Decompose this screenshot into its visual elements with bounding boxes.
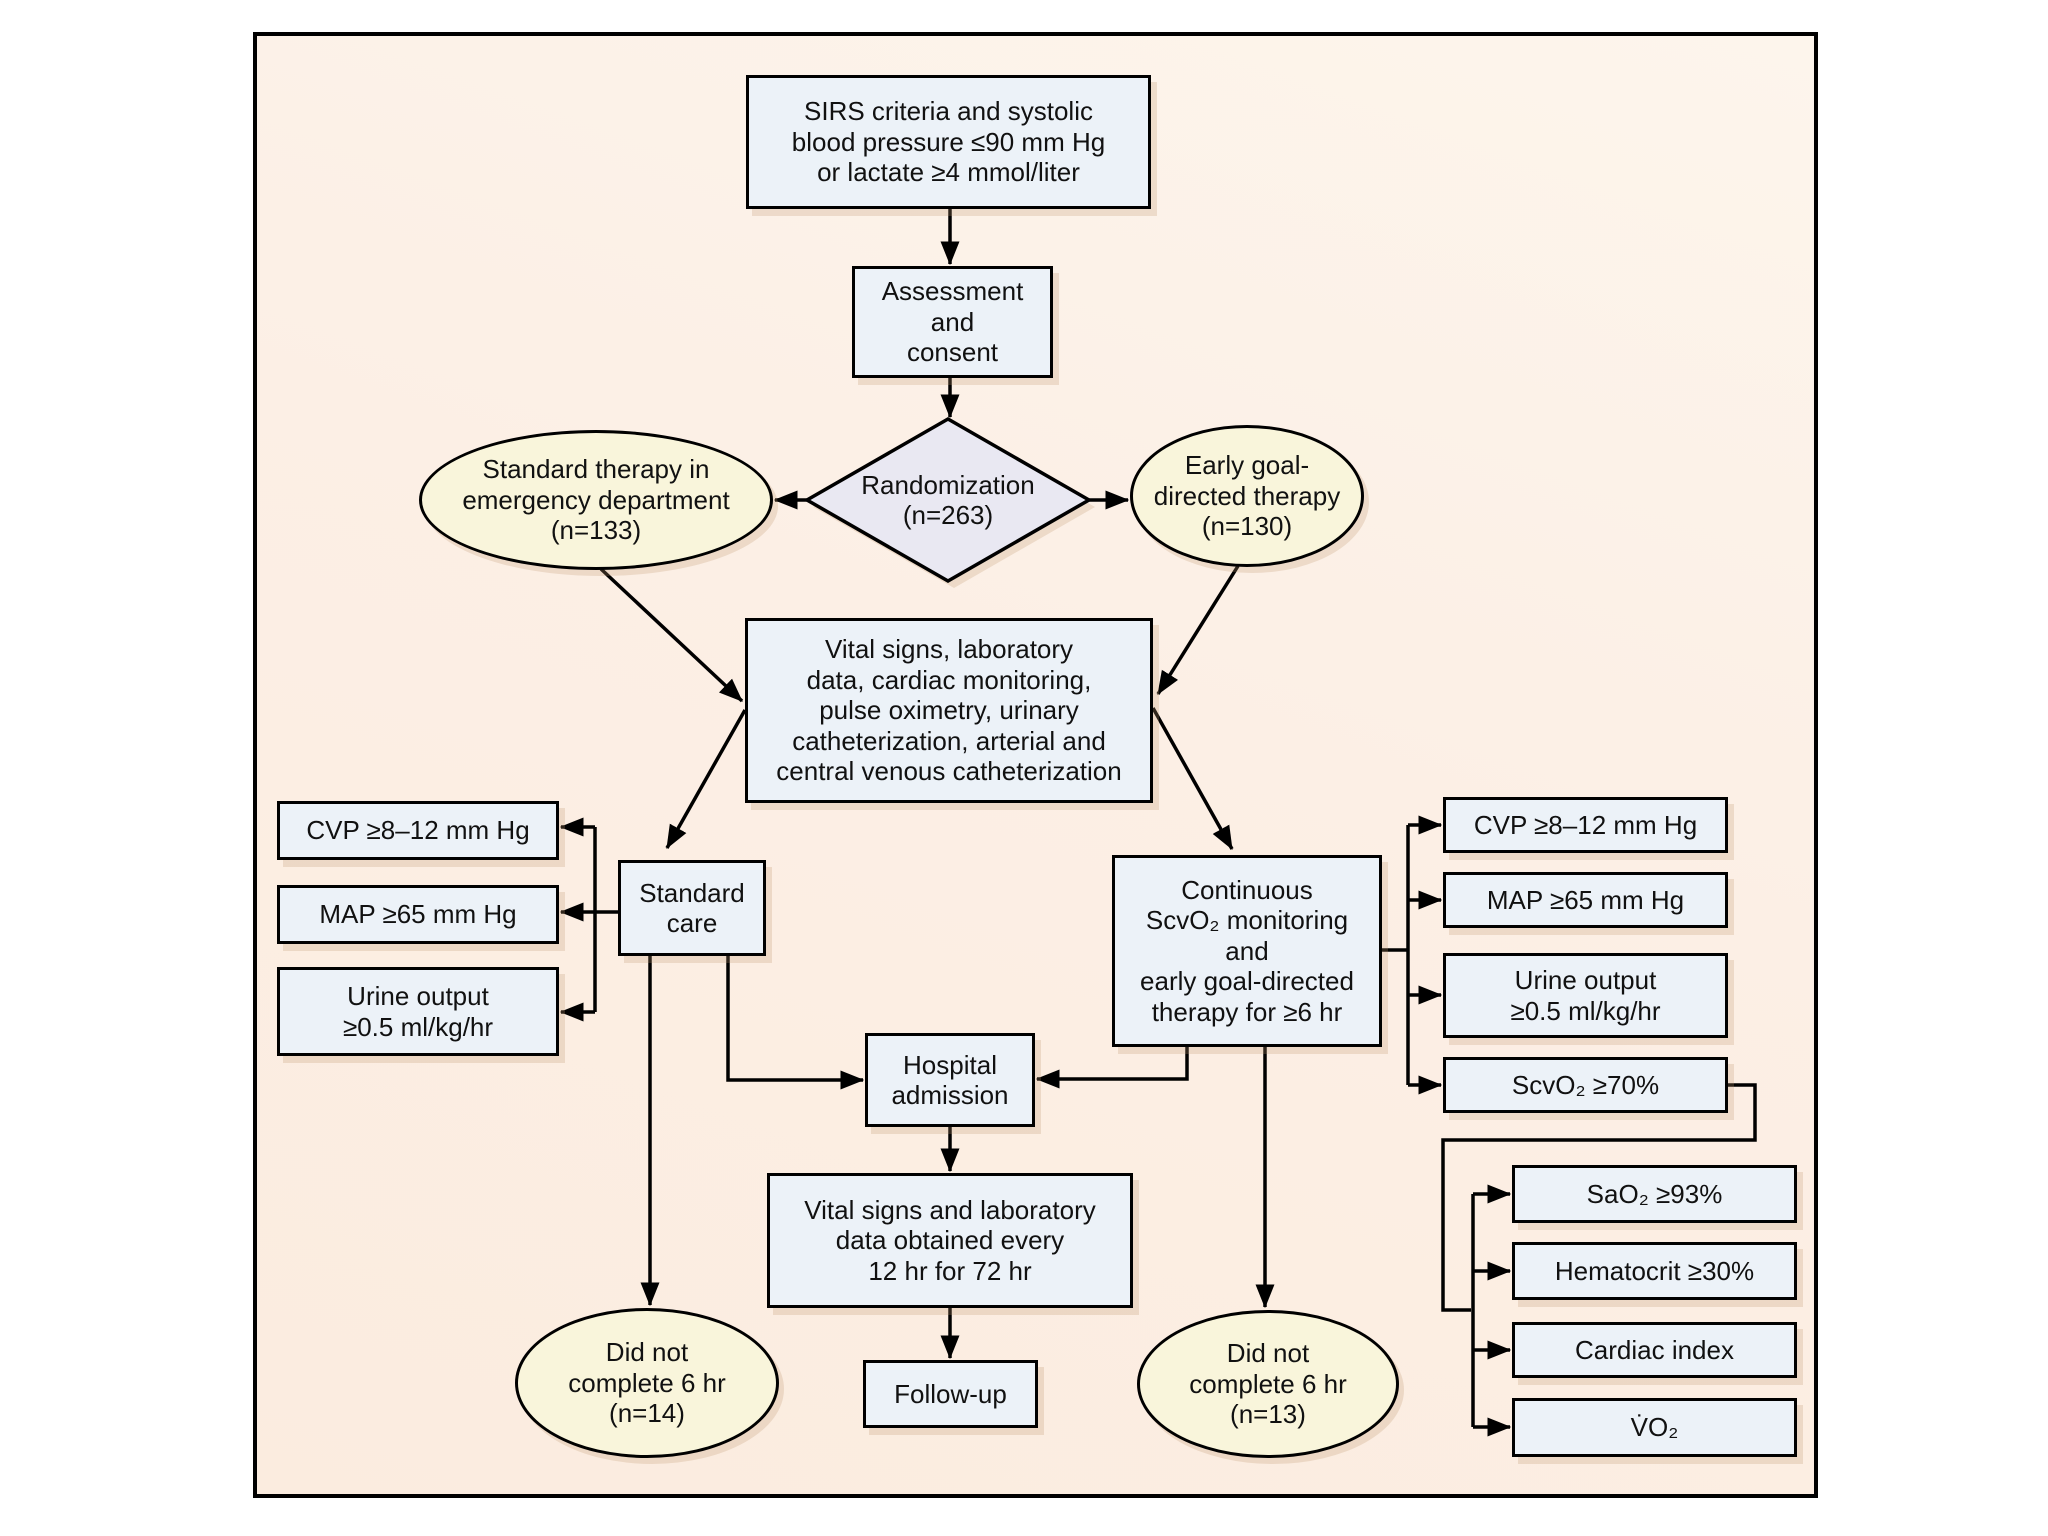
text-line: central venous catheterization — [776, 756, 1122, 787]
node-urine-goal-right: Urine output ≥0.5 ml/kg/hr — [1443, 953, 1728, 1038]
text-line: data, cardiac monitoring, — [806, 664, 1092, 695]
text-line: and — [1225, 935, 1269, 966]
text-line: directed therapy — [1153, 480, 1341, 511]
edge-scvo2-to-secondary-bus — [1441, 1083, 1757, 1312]
text-line: therapy for ≥6 hr — [1151, 996, 1343, 1027]
text-line: Continuous — [1181, 874, 1313, 905]
text-line: Did not — [1226, 1338, 1310, 1369]
text-line: Assessment — [881, 276, 1024, 307]
node-cvp-goal-left: CVP ≥8–12 mm Hg — [277, 801, 559, 860]
text-line: MAP ≥65 mm Hg — [1486, 884, 1685, 915]
text-line: Vital signs and laboratory — [804, 1194, 1096, 1225]
text-line: (n=133) — [550, 515, 642, 546]
text-line: Urine output — [347, 981, 489, 1012]
node-standard-therapy-arm: Standard therapy in emergency department… — [419, 430, 773, 570]
text-line: ScvO₂ ≥70% — [1511, 1069, 1660, 1100]
edge-standard-therapy-to-monitoring — [599, 567, 744, 703]
node-did-not-complete-left: Did not complete 6 hr (n=14) — [515, 1308, 779, 1458]
text-line: pulse oximetry, urinary — [819, 695, 1079, 726]
node-vitals-every-12hr: Vital signs and laboratory data obtained… — [767, 1173, 1133, 1308]
node-did-not-complete-right: Did not complete 6 hr (n=13) — [1137, 1310, 1399, 1458]
text-line: Follow-up — [894, 1378, 1007, 1409]
text-line: ≥0.5 ml/kg/hr — [1510, 995, 1661, 1026]
text-line: SaO₂ ≥93% — [1586, 1178, 1723, 1209]
text-line: consent — [906, 337, 999, 368]
node-scvo2-goal: ScvO₂ ≥70% — [1443, 1057, 1728, 1113]
node-sao2-goal: SaO₂ ≥93% — [1512, 1165, 1797, 1223]
edge-egdt-to-monitoring — [1156, 565, 1240, 696]
text-line: Standard therapy in — [482, 454, 710, 485]
text-line: Vital signs, laboratory — [824, 634, 1074, 665]
text-line: (n=263) — [902, 500, 994, 530]
node-assessment-consent: Assessment and consent — [852, 266, 1053, 378]
text-line: Standard — [639, 877, 745, 908]
node-egdt-arm: Early goal- directed therapy (n=130) — [1130, 425, 1364, 567]
text-line: CVP ≥8–12 mm Hg — [306, 815, 530, 846]
text-line: V̇O₂ — [1630, 1412, 1679, 1443]
text-line: complete 6 hr — [1189, 1368, 1347, 1399]
text-line: Cardiac index — [1575, 1334, 1734, 1365]
randomization-diamond — [803, 416, 1093, 584]
node-continuous-scvo2-egdt: Continuous ScvO₂ monitoring and early go… — [1112, 855, 1382, 1047]
text-line: or lactate ≥4 mmol/liter — [817, 157, 1080, 188]
node-vo2-goal: V̇O₂ — [1512, 1398, 1797, 1457]
text-line: Hematocrit ≥30% — [1554, 1255, 1755, 1286]
node-sirs-criteria: SIRS criteria and systolic blood pressur… — [746, 75, 1151, 209]
text-line: Randomization — [861, 469, 1035, 500]
text-line: (n=130) — [1201, 511, 1293, 542]
text-line: Did not — [605, 1337, 689, 1368]
text-line: ≥0.5 ml/kg/hr — [342, 1011, 494, 1042]
text-line: complete 6 hr — [568, 1367, 726, 1398]
text-line: emergency department — [462, 484, 730, 515]
node-map-goal-left: MAP ≥65 mm Hg — [277, 885, 559, 944]
text-line: and — [930, 306, 975, 337]
text-line: data obtained every — [835, 1225, 1065, 1256]
node-hematocrit-goal: Hematocrit ≥30% — [1512, 1242, 1797, 1300]
text-line: (n=14) — [609, 1398, 685, 1429]
text-line: Early goal- — [1184, 450, 1310, 481]
node-randomization-label: Randomization (n=263) — [818, 442, 1078, 558]
text-line: admission — [891, 1080, 1009, 1110]
text-line: Urine output — [1514, 965, 1657, 996]
text-line: (n=13) — [1230, 1399, 1306, 1430]
edge-standard-care-to-hospital — [726, 956, 865, 1090]
text-line: MAP ≥65 mm Hg — [319, 899, 517, 930]
text-line: 12 hr for 72 hr — [868, 1255, 1032, 1286]
node-urine-goal-left: Urine output ≥0.5 ml/kg/hr — [277, 967, 559, 1056]
text-line: ScvO₂ monitoring — [1145, 905, 1349, 936]
node-hospital-admission: Hospital admission — [865, 1033, 1035, 1127]
node-standard-care: Standard care — [618, 860, 766, 956]
text-line: catheterization, arterial and — [792, 725, 1106, 756]
text-line: CVP ≥8–12 mm Hg — [1473, 809, 1698, 840]
text-line: blood pressure ≤90 mm Hg — [791, 126, 1106, 157]
edge-continuous-to-hospital — [1035, 1047, 1189, 1089]
text-line: early goal-directed — [1140, 966, 1354, 997]
node-map-goal-right: MAP ≥65 mm Hg — [1443, 872, 1728, 928]
node-cvp-goal-right: CVP ≥8–12 mm Hg — [1443, 797, 1728, 853]
text-line: SIRS criteria and systolic — [804, 96, 1093, 127]
node-cardiac-index-goal: Cardiac index — [1512, 1322, 1797, 1378]
edge-monitoring-to-continuous — [1151, 707, 1234, 851]
node-followup: Follow-up — [863, 1360, 1038, 1428]
edge-monitoring-to-standard-care — [665, 709, 747, 850]
node-monitoring: Vital signs, laboratory data, cardiac mo… — [745, 618, 1153, 803]
text-line: care — [666, 908, 718, 938]
text-line: Hospital — [903, 1049, 997, 1080]
